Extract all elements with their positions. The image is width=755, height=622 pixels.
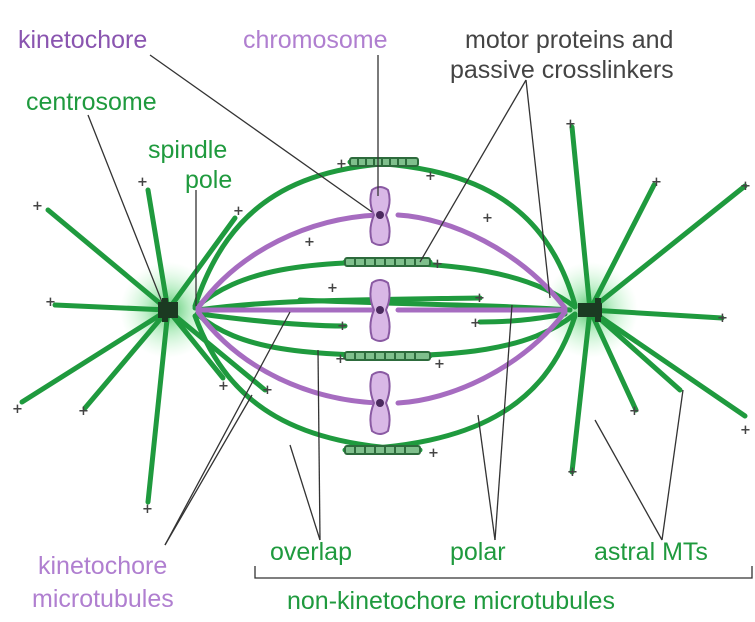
plus-end-marker: + [336,157,347,172]
plus-end-marker: + [567,465,578,480]
kinetochore-microtubules-label-line2: microtubules [32,585,174,613]
motor-band [350,158,418,166]
motor-band [345,258,430,266]
plus-end-marker: + [327,281,338,296]
motor-band [345,446,420,454]
plus-end-marker: + [717,311,728,326]
plus-end-marker: + [474,291,485,306]
plus-end-marker: + [425,169,436,184]
plus-end-marker: + [482,211,493,226]
plus-end-marker: + [335,352,346,367]
plus-end-marker: + [565,117,576,132]
plus-end-marker: + [262,383,273,398]
plus-end-marker: + [629,404,640,419]
polar-label: polar [450,538,506,566]
plus-end-marker: + [470,316,481,331]
overlap-label: overlap [270,538,352,566]
plus-end-marker: + [740,179,751,194]
kinetochore-microtubules-label-line1: kinetochore [38,552,167,580]
plus-end-marker: + [32,199,43,214]
plus-end-marker: + [78,404,89,419]
plus-end-marker: + [45,295,56,310]
plus-end-marker: + [137,175,148,190]
plus-end-marker: + [142,502,153,517]
chromosome-label: chromosome [243,26,388,54]
centrosome-label: centrosome [26,88,157,116]
non-kinetochore-microtubules-label: non-kinetochore microtubules [287,587,615,615]
plus-end-marker: + [740,423,751,438]
plus-end-marker: + [12,402,23,417]
plus-end-marker: + [432,257,443,272]
plus-end-marker: + [233,204,244,219]
plus-end-marker: + [218,379,229,394]
motor-proteins-label-line2: passive crosslinkers [450,56,674,84]
chromosome [370,187,389,245]
plus-end-marker: + [428,446,439,461]
motor-band [345,352,430,360]
chromosome [370,280,389,341]
motor-proteins-label-line1: motor proteins and [465,26,673,54]
plus-end-marker: + [434,357,445,372]
spindle-label: spindle [148,136,227,164]
astral-mts-label: astral MTs [594,538,708,566]
plus-end-marker: + [337,319,348,334]
plus-end-marker: + [304,235,315,250]
kinetochore-label: kinetochore [18,26,147,54]
plus-end-marker: + [651,175,662,190]
pole-label: pole [185,166,232,194]
chromosome [370,372,389,434]
